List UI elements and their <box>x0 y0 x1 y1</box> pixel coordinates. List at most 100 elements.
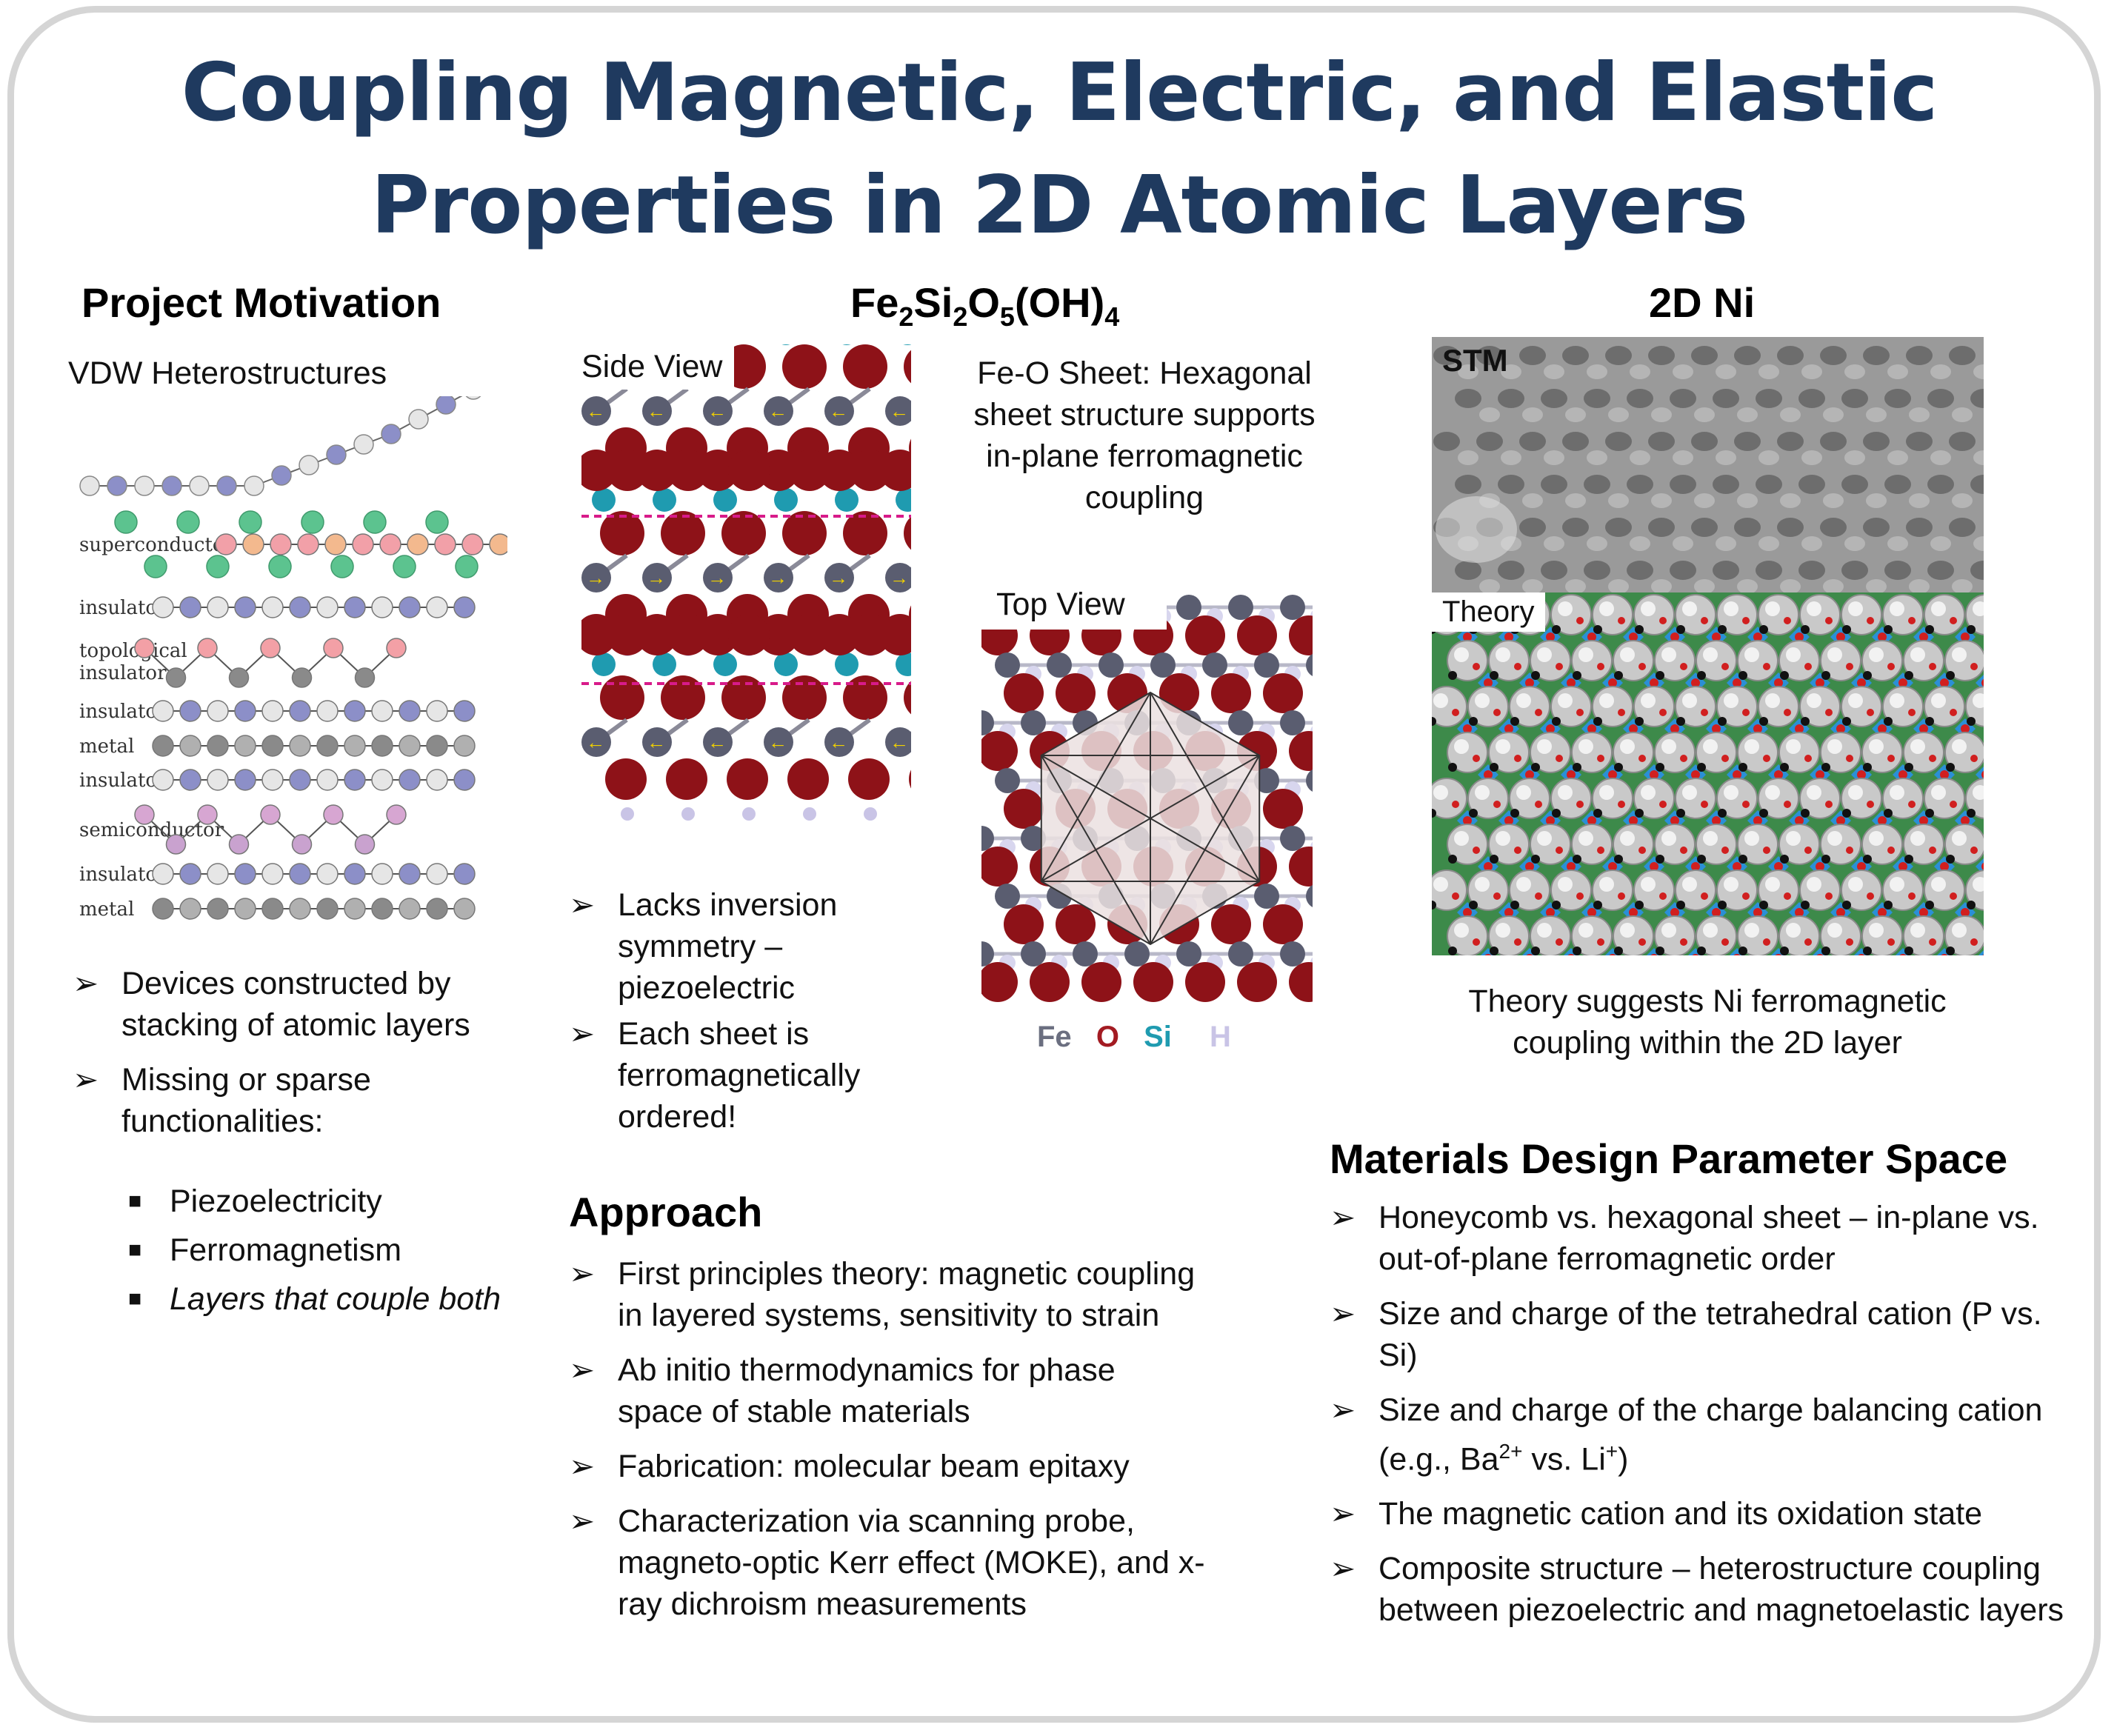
atom <box>271 465 292 486</box>
ni-highlight <box>1578 739 1593 754</box>
o-atom <box>904 516 911 550</box>
hex-line <box>1150 755 1261 945</box>
o-atom <box>1970 847 1978 854</box>
o-atom <box>1597 755 1604 762</box>
o-atom <box>1836 908 1845 917</box>
o-atom <box>607 450 648 491</box>
stm-bright-spot <box>1952 407 1973 422</box>
ni-highlight <box>1703 923 1718 938</box>
ni-highlight <box>1496 923 1510 938</box>
o-atom <box>1650 862 1658 871</box>
fe-atom <box>1306 654 1313 676</box>
arrow-bullet-icon: ➢ <box>1330 1296 1356 1331</box>
o-atom <box>1721 847 1729 854</box>
ni-highlight <box>1454 923 1469 938</box>
stm-spot <box>1627 475 1653 494</box>
o-atom <box>1556 663 1563 670</box>
atom <box>239 510 262 534</box>
ni-highlight <box>1869 647 1884 662</box>
stm-bright-spot <box>1758 536 1779 551</box>
stm-spot <box>1756 561 1782 580</box>
ni-highlight <box>1620 923 1635 938</box>
atom <box>316 596 339 618</box>
stm-spot <box>1970 475 1984 494</box>
ni-highlight <box>1599 693 1614 708</box>
stm-spot <box>1949 518 1976 537</box>
c-atom <box>1697 855 1706 864</box>
o-atom <box>1721 755 1729 762</box>
atom <box>289 596 311 618</box>
stm-spot <box>1562 518 1589 537</box>
o-atom <box>1484 862 1493 871</box>
stm-bright-spot <box>1801 536 1822 551</box>
o-atom <box>1804 663 1812 670</box>
atom <box>393 555 416 578</box>
fe-atom <box>885 563 911 592</box>
ni-highlight <box>1703 647 1718 662</box>
o-atom <box>758 614 799 655</box>
o-atom <box>636 614 678 655</box>
ni-highlight <box>1848 785 1863 800</box>
ni-highlight <box>1973 877 1984 892</box>
stm-bright-spot <box>1587 450 1607 465</box>
o-atom <box>1919 724 1928 733</box>
o-atom <box>910 464 911 476</box>
layer-label: insulator <box>79 662 167 684</box>
o-atom <box>1004 673 1044 713</box>
atom <box>489 533 507 555</box>
o-atom <box>1795 724 1804 733</box>
ni-highlight <box>1765 785 1780 800</box>
atom <box>426 769 448 791</box>
c-atom <box>1697 947 1706 955</box>
fe-atom <box>581 563 611 592</box>
side-view-label: Side View <box>581 344 735 390</box>
fe-atom <box>824 396 854 426</box>
stm-spot <box>1734 432 1761 451</box>
fe-atom <box>703 396 733 426</box>
stm-spot <box>1627 389 1653 408</box>
o-atom <box>1712 816 1721 825</box>
atom <box>114 510 138 534</box>
layer-label: topological <box>79 640 187 662</box>
atom <box>261 769 284 791</box>
ni-highlight <box>1807 877 1821 892</box>
atom <box>260 804 281 825</box>
o-atom <box>843 675 887 720</box>
o-atom <box>1733 954 1741 955</box>
o-atom <box>1961 908 1970 917</box>
stm-bright-spot <box>1823 407 1844 422</box>
stm-spot <box>1841 561 1868 580</box>
o-atom <box>1638 847 1646 854</box>
atom <box>399 769 421 791</box>
stm-spot <box>1906 432 1933 451</box>
ni-highlight <box>1496 647 1510 662</box>
o-atom <box>1587 816 1596 825</box>
spin-arrow-icon: → <box>586 567 605 589</box>
o-atom <box>1576 617 1584 624</box>
legend-o: O <box>1096 1021 1119 1053</box>
stm-bright-spot <box>1501 450 1521 465</box>
atom <box>344 769 366 791</box>
fe-atom <box>1202 652 1227 678</box>
stm-bright-spot <box>1952 579 1973 592</box>
o-atom <box>1556 938 1563 946</box>
stm-bright-spot <box>1887 364 1908 379</box>
o-atom <box>1629 724 1638 733</box>
arrow-bullet-icon: ➢ <box>569 887 596 922</box>
ni-highlight <box>1890 785 1904 800</box>
stm-spot <box>1820 432 1847 451</box>
c-atom <box>1904 763 1913 772</box>
c-atom <box>1801 717 1810 726</box>
o-atom <box>600 511 644 555</box>
ni-highlight <box>1848 693 1863 708</box>
design-heading: Materials Design Parameter Space <box>1330 1135 2008 1182</box>
o-atom <box>1908 617 1916 624</box>
stm-spot <box>1756 389 1782 408</box>
o-atom <box>1473 847 1480 854</box>
fe-atom <box>1280 710 1305 735</box>
fe-atom <box>885 727 911 757</box>
o-atom <box>1452 709 1459 716</box>
o-atom <box>1836 724 1845 733</box>
c-atom <box>1863 947 1872 955</box>
fe-atom <box>1228 710 1253 735</box>
